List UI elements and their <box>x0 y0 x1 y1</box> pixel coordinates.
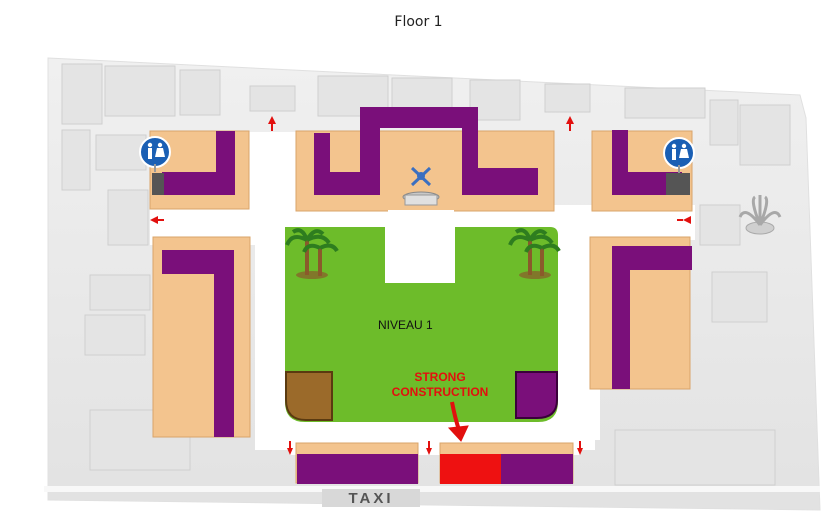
shop-bottom-right <box>501 454 573 484</box>
restroom-block-right <box>666 173 690 195</box>
shop-blocks <box>162 107 692 484</box>
palm-tree-icon <box>508 228 561 279</box>
shop-bottom-left <box>297 454 418 484</box>
road-strip <box>44 486 820 492</box>
palm-tree-icon <box>285 228 339 279</box>
taxi-sign: TAXI <box>322 489 420 507</box>
construction-notice-line1: STRONG <box>414 370 466 384</box>
central-garden <box>285 227 558 422</box>
restroom-icon <box>663 137 695 173</box>
construction-notice: STRONG CONSTRUCTION <box>380 370 500 400</box>
construction-arrow-icon <box>447 401 469 442</box>
floor-title: Floor 1 <box>394 14 443 30</box>
construction-zone <box>440 454 501 484</box>
background-rooms-left <box>61 63 221 356</box>
entrance-arrow-icon <box>150 116 691 455</box>
shop-right <box>612 246 692 389</box>
fountain-icon <box>402 166 440 206</box>
kiosk-brown <box>285 371 333 421</box>
construction-notice-line2: CONSTRUCTION <box>391 385 489 399</box>
shop-top-right <box>612 130 682 195</box>
center-level-label: NIVEAU 1 <box>378 318 433 332</box>
plant-icon <box>738 195 782 235</box>
restroom-block-left <box>152 173 164 195</box>
restroom-icon <box>139 136 171 172</box>
shop-top-left <box>162 131 235 195</box>
kiosk-purple <box>515 371 558 419</box>
fountain-plaza <box>388 210 454 282</box>
shop-top-center <box>314 107 538 195</box>
shop-left <box>162 250 234 437</box>
